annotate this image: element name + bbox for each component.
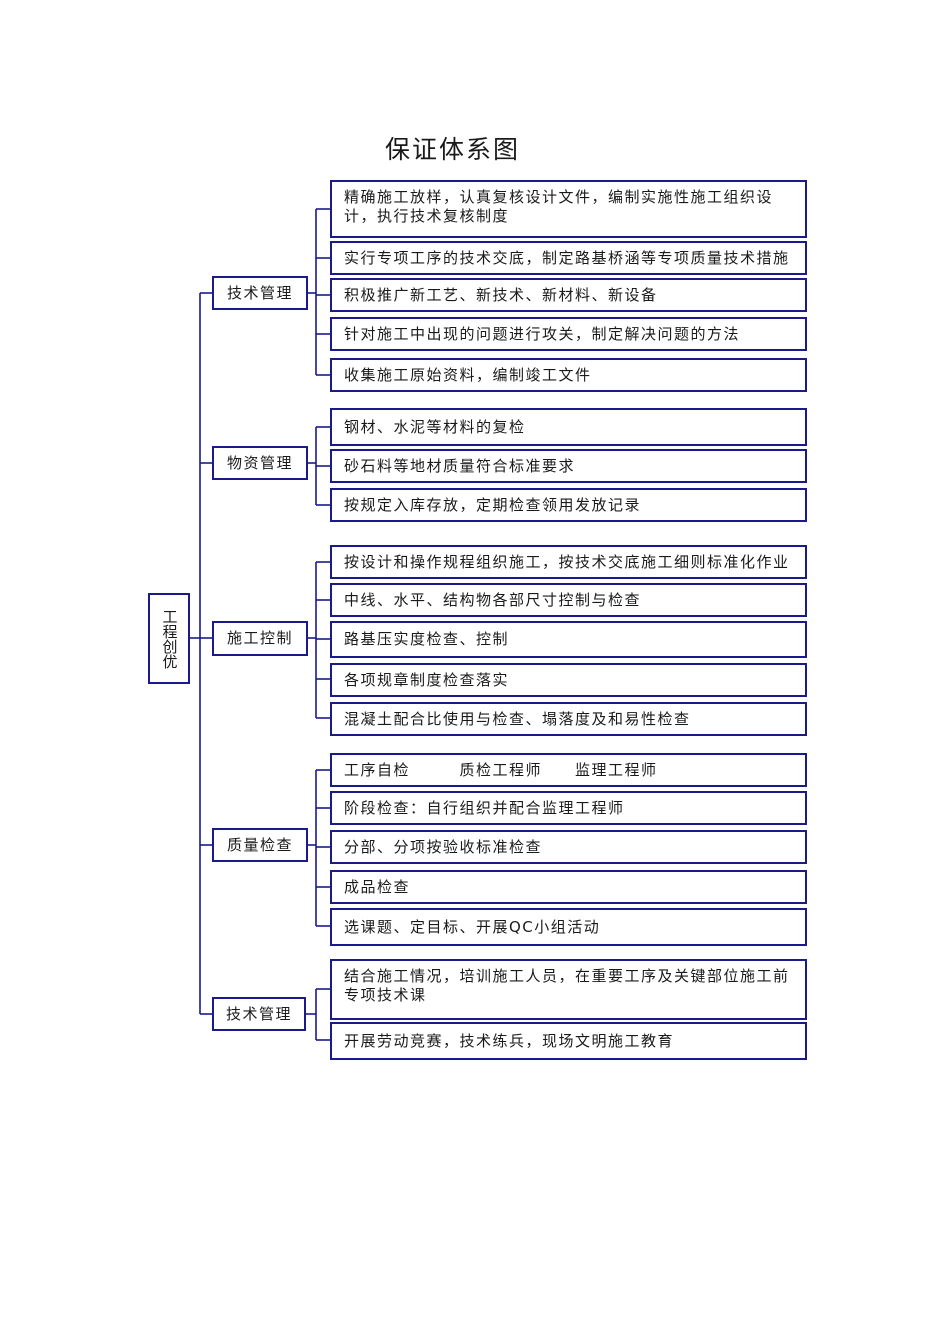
root-node: 工程创优 — [148, 593, 190, 684]
leaf-node: 工序自检 质检工程师 监理工程师 — [330, 753, 807, 787]
leaf-node: 积极推广新工艺、新技术、新材料、新设备 — [330, 278, 807, 312]
leaf-node: 成品检查 — [330, 870, 807, 904]
category-node: 技术管理 — [212, 276, 308, 310]
leaf-node: 钢材、水泥等材料的复检 — [330, 408, 807, 446]
leaf-node: 实行专项工序的技术交底，制定路基桥涵等专项质量技术措施 — [330, 241, 807, 275]
leaf-node: 收集施工原始资料，编制竣工文件 — [330, 358, 807, 392]
category-node: 技术管理 — [212, 997, 306, 1031]
leaf-node: 针对施工中出现的问题进行攻关，制定解决问题的方法 — [330, 317, 807, 351]
leaf-node: 按规定入库存放，定期检查领用发放记录 — [330, 488, 807, 522]
leaf-node: 阶段检查：自行组织并配合监理工程师 — [330, 791, 807, 825]
category-node: 质量检查 — [212, 828, 308, 862]
leaf-node: 选课题、定目标、开展QC小组活动 — [330, 908, 807, 946]
leaf-node: 开展劳动竞赛，技术练兵，现场文明施工教育 — [330, 1022, 807, 1060]
category-node: 物资管理 — [212, 446, 308, 480]
leaf-node: 混凝土配合比使用与检查、塌落度及和易性检查 — [330, 702, 807, 736]
leaf-node: 分部、分项按验收标准检查 — [330, 830, 807, 864]
leaf-node: 砂石料等地材质量符合标准要求 — [330, 449, 807, 483]
leaf-node: 各项规章制度检查落实 — [330, 663, 807, 697]
diagram-title: 保证体系图 — [385, 135, 521, 164]
leaf-node: 中线、水平、结构物各部尺寸控制与检查 — [330, 583, 807, 617]
leaf-node: 按设计和操作规程组织施工，按技术交底施工细则标准化作业 — [330, 545, 807, 579]
leaf-node: 精确施工放样，认真复核设计文件，编制实施性施工组织设计，执行技术复核制度 — [330, 180, 807, 238]
leaf-node: 路基压实度检查、控制 — [330, 621, 807, 658]
category-node: 施工控制 — [212, 621, 308, 656]
leaf-node: 结合施工情况，培训施工人员，在重要工序及关键部位施工前专项技术课 — [330, 959, 807, 1020]
